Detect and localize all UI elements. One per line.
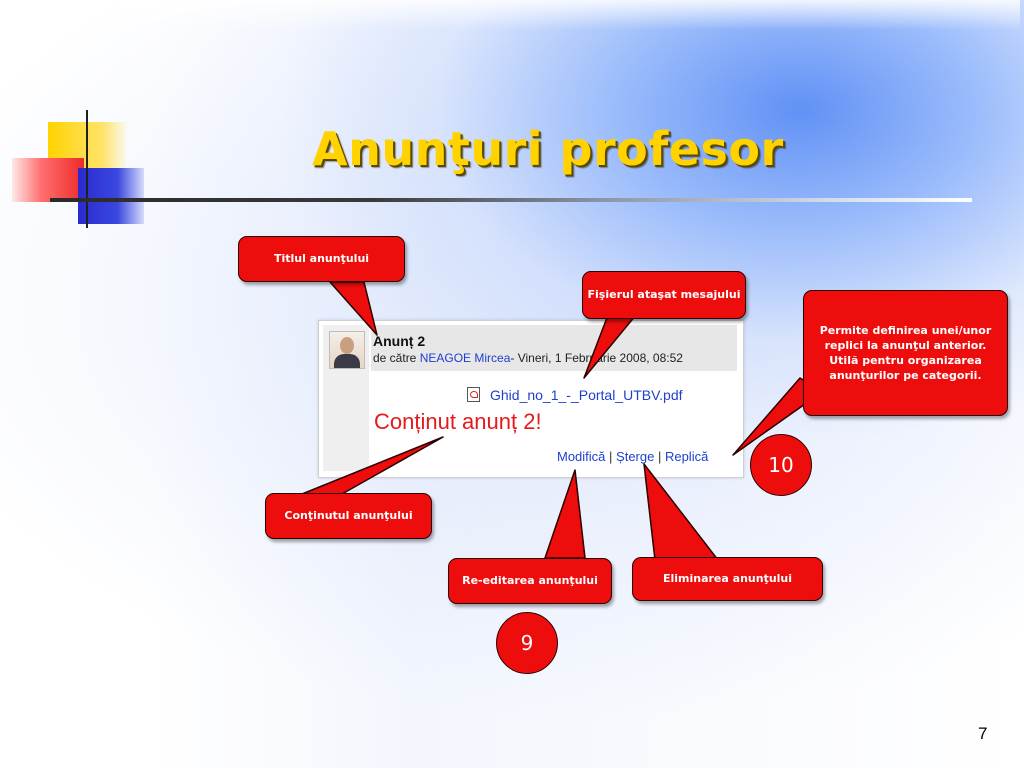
post-title: Anunț 2 — [373, 333, 426, 349]
pointer-content — [301, 436, 444, 495]
top-highlight — [120, 0, 1020, 30]
step-badge-10: 10 — [750, 434, 812, 496]
delete-link[interactable]: Șterge — [616, 449, 655, 464]
attachment-link[interactable]: Ghid_no_1_-_Portal_UTBV.pdf — [490, 387, 683, 403]
decor-red-square — [12, 158, 84, 202]
edit-link[interactable]: Modifică — [557, 449, 606, 464]
callout-title: Titlul anunţului — [238, 236, 405, 282]
action-separator: | — [654, 449, 665, 464]
forum-post-panel: Anunț 2 de către NEAGOE Mircea- Vineri, … — [318, 320, 744, 478]
callout-delete: Eliminarea anunţului — [632, 557, 823, 601]
action-separator: | — [605, 449, 617, 464]
pointer-attachment — [583, 314, 637, 379]
pointer-edit — [544, 469, 586, 559]
callout-edit: Re-editarea anunţului — [448, 558, 612, 604]
page-number: 7 — [978, 724, 988, 743]
pdf-file-icon — [467, 387, 480, 402]
post-actions: Modifică | Șterge | Replică — [557, 449, 708, 464]
title-underline — [50, 198, 972, 202]
callout-attachment: Fişierul ataşat mesajului — [582, 271, 746, 319]
pointer-title — [329, 281, 378, 336]
step-badge-9: 9 — [496, 612, 558, 674]
decor-vertical-line — [86, 110, 88, 228]
attachment[interactable]: Ghid_no_1_-_Portal_UTBV.pdf — [467, 385, 683, 403]
avatar[interactable] — [329, 331, 365, 369]
post-content: Conținut anunț 2! — [374, 409, 542, 434]
pointer-delete — [643, 463, 719, 561]
author-link[interactable]: NEAGOE Mircea — [419, 351, 511, 365]
post-header — [371, 325, 737, 371]
callout-content: Conţinutul anunţului — [265, 493, 432, 539]
post-meta-prefix: de către — [373, 351, 420, 365]
reply-link[interactable]: Replică — [664, 449, 709, 464]
slide-title: Anunţuri profesor — [312, 122, 784, 176]
callout-reply: Permite definirea unei/unor replici la a… — [803, 290, 1008, 416]
decor-blue-square — [78, 168, 144, 224]
